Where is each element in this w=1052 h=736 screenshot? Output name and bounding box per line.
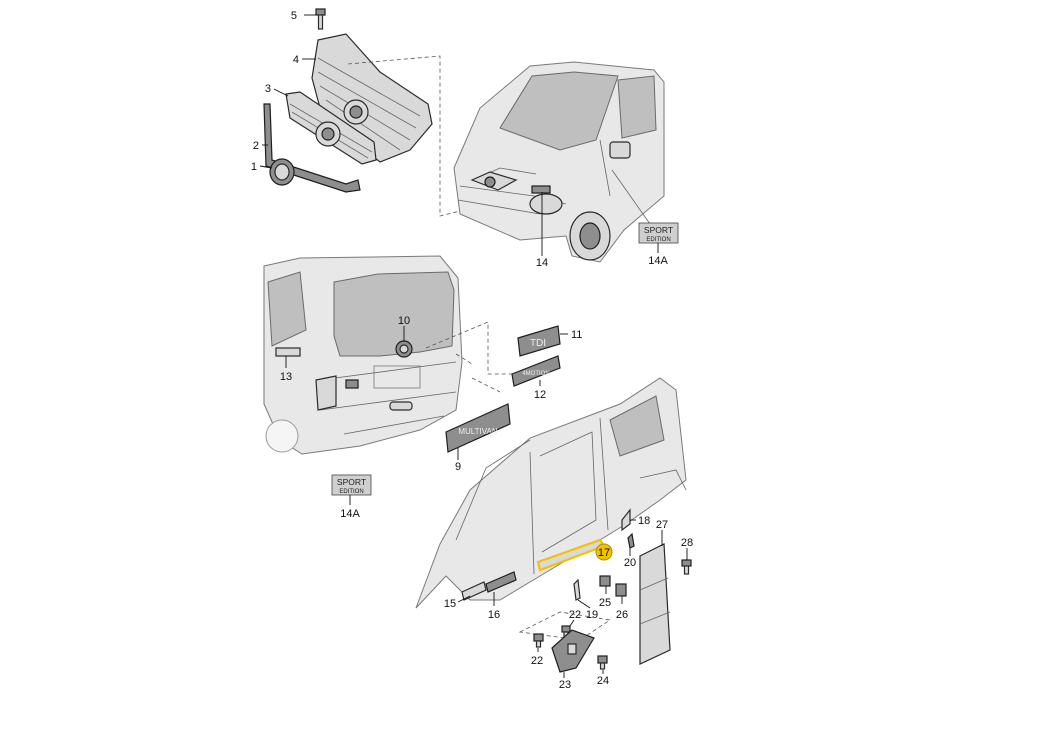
callout-10[interactable]: 10 [398, 315, 410, 327]
callout-2[interactable]: 2 [253, 140, 259, 152]
tdi-emblem-part-11[interactable]: TDI [517, 325, 561, 357]
front-grille-group: 5 4 3 2 1 [251, 8, 561, 217]
badge-edition-text-bottom: EDITION [339, 489, 363, 495]
callout-22a[interactable]: 22 [569, 609, 581, 621]
callout-12[interactable]: 12 [534, 389, 546, 401]
clip-part-26[interactable] [615, 583, 627, 597]
callout-25[interactable]: 25 [599, 597, 611, 609]
callout-14a-top[interactable]: 14A [648, 255, 668, 267]
jack-bracket-part-23[interactable] [551, 629, 595, 673]
trim-part-16[interactable] [485, 571, 517, 593]
callout-14a-bottom[interactable]: 14A [340, 508, 360, 520]
model-emblem-part-12[interactable]: 4MOTION [511, 355, 561, 387]
side-badge-part-13[interactable] [275, 347, 301, 357]
callout-28[interactable]: 28 [681, 537, 693, 549]
callout-20[interactable]: 20 [624, 557, 636, 569]
callout-1[interactable]: 1 [251, 161, 257, 173]
badge-sport-text-bottom: SPORT [337, 477, 366, 487]
trim-part-15[interactable] [461, 581, 487, 601]
rear-van-view: 10 13 TDI 11 4MOTION 12 MULTIVAN 9 SPORT [263, 255, 582, 520]
callout-3[interactable]: 3 [265, 83, 271, 95]
callout-22b[interactable]: 22 [531, 655, 543, 667]
callout-15[interactable]: 15 [444, 598, 456, 610]
grille-trim-part-3[interactable] [285, 91, 377, 165]
side-panel-view: 17 15 16 18 20 19 25 26 27 [415, 377, 693, 691]
callout-11[interactable]: 11 [571, 329, 582, 341]
callout-13[interactable]: 13 [280, 371, 292, 383]
callout-23[interactable]: 23 [559, 679, 571, 691]
clip-part-20[interactable] [627, 532, 635, 549]
callout-24[interactable]: 24 [597, 675, 609, 687]
screw-part-28[interactable] [681, 559, 692, 575]
tdi-text: TDI [530, 338, 546, 349]
multivan-emblem-part-9[interactable]: MULTIVAN [445, 403, 511, 453]
badge-edition-text: EDITION [646, 237, 670, 243]
front-van-view: SPORT EDITION 14 14A [453, 61, 679, 269]
side-panel-part-27[interactable] [639, 543, 671, 665]
rear-emblem-part-10[interactable] [395, 340, 413, 358]
callout-27[interactable]: 27 [656, 519, 668, 531]
model12-text: 4MOTION [522, 371, 549, 377]
callout-17[interactable]: 17 [598, 547, 610, 559]
sport-edition-badge-top[interactable]: SPORT EDITION [638, 222, 679, 244]
multivan-text: MULTIVAN [458, 427, 497, 436]
callout-9[interactable]: 9 [455, 461, 461, 473]
bracket-part-19[interactable] [573, 578, 581, 601]
clip-part-25[interactable] [599, 575, 611, 587]
bolt-part-22b[interactable] [533, 633, 544, 648]
sport-edition-badge-bottom[interactable]: SPORT EDITION [331, 474, 372, 496]
callout-26[interactable]: 26 [616, 609, 628, 621]
clip-part-18[interactable] [621, 508, 631, 532]
callout-4[interactable]: 4 [293, 54, 299, 66]
callout-14[interactable]: 14 [536, 257, 548, 269]
callout-16[interactable]: 16 [488, 609, 500, 621]
callout-18[interactable]: 18 [638, 515, 650, 527]
bolt-part-24[interactable] [597, 655, 608, 670]
bolt-part-5[interactable] [315, 8, 326, 30]
badge-sport-text: SPORT [644, 225, 673, 235]
front-badge-part-14[interactable] [531, 185, 551, 194]
front-emblem-part-1[interactable] [269, 158, 295, 186]
callout-5[interactable]: 5 [291, 10, 297, 22]
callout-19[interactable]: 19 [586, 609, 598, 621]
